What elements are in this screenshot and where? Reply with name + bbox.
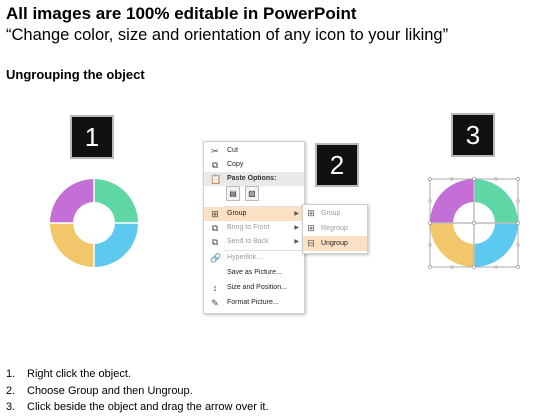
size-position-icon: ↕ — [212, 283, 218, 293]
submenu-arrow-icon: ▶ — [294, 225, 299, 231]
segment-orange — [50, 223, 94, 267]
step-badge-3: 3 — [451, 113, 495, 157]
menu-item-copy[interactable]: ⧉ Copy — [211, 160, 244, 170]
menu-item-size-and-position[interactable]: ↕ Size and Position... — [204, 281, 304, 295]
menu-item-cut[interactable]: ✂ Cut — [211, 146, 238, 156]
menu-item-hyperlink[interactable]: 🔗 Hyperlink... — [210, 253, 263, 263]
copy-icon: ⧉ — [211, 160, 219, 170]
paste-keep-icon[interactable]: ▤ — [226, 186, 240, 201]
group-icon: ⊞ — [307, 208, 315, 218]
segment-orange[interactable] — [430, 223, 474, 267]
step-badge-1: 1 — [70, 115, 114, 159]
format-picture-icon: ✎ — [211, 298, 219, 308]
group-icon: ⊞ — [211, 209, 219, 219]
menu-item-paste-options: 📋 Paste Options: — [204, 172, 304, 186]
segment-blue[interactable] — [474, 223, 518, 267]
context-menu: ✂ Cut ⧉ Copy 📋 Paste Options: ▤ ▧ ⊞ Grou… — [203, 141, 305, 314]
instruction-list: 1.Right click the object. 2.Choose Group… — [6, 366, 269, 416]
list-item: 2.Choose Group and then Ungroup. — [6, 384, 193, 397]
donut-grouped[interactable] — [48, 177, 140, 269]
paste-options-row: ▤ ▧ — [226, 186, 262, 201]
segment-dividers — [50, 179, 138, 267]
menu-item-format-picture[interactable]: ✎ Format Picture... — [211, 298, 279, 308]
segment-purple[interactable] — [430, 179, 474, 223]
menu-item-bring-to-front[interactable]: ⧉ Bring to Front ▶ — [211, 223, 299, 233]
paste-icon: 📋 — [210, 174, 222, 184]
regroup-icon: ⊞ — [307, 223, 315, 233]
menu-divider — [224, 206, 302, 207]
submenu-item-group[interactable]: ⊞ Group — [307, 208, 341, 218]
menu-item-save-as-picture[interactable]: Save as Picture... — [227, 269, 282, 276]
submenu-item-ungroup[interactable]: ⊟ Ungroup — [303, 236, 367, 251]
segment-green[interactable] — [474, 179, 518, 223]
group-submenu: ⊞ Group ⊞ Regroup ⊟ Ungroup — [302, 204, 368, 254]
segment-blue — [94, 223, 138, 267]
menu-item-group[interactable]: ⊞ Group ▶ — [204, 207, 304, 221]
donut-ungrouped[interactable] — [424, 175, 524, 271]
paste-picture-icon[interactable]: ▧ — [244, 186, 259, 201]
list-item: 1.Right click the object. — [6, 368, 131, 380]
segment-purple — [50, 179, 94, 223]
ungroup-icon: ⊟ — [307, 238, 315, 248]
list-item: 3.Click beside the object and drag the a… — [6, 401, 269, 413]
submenu-item-regroup[interactable]: ⊞ Regroup — [307, 223, 348, 233]
menu-item-send-to-back[interactable]: ⧉ Send to Back ▶ — [211, 237, 299, 247]
submenu-arrow-icon: ▶ — [294, 239, 299, 245]
section-heading: Ungrouping the object — [6, 67, 145, 82]
selection-handles[interactable] — [428, 177, 520, 269]
submenu-arrow-icon: ▶ — [294, 211, 299, 217]
segment-green — [94, 179, 138, 223]
page-title: All images are 100% editable in PowerPoi… — [6, 4, 357, 23]
bring-to-front-icon: ⧉ — [211, 223, 219, 233]
send-to-back-icon: ⧉ — [211, 237, 219, 247]
menu-divider — [224, 250, 302, 251]
scissors-icon: ✂ — [211, 146, 219, 156]
donut-segments — [50, 179, 138, 267]
step-badge-2: 2 — [315, 143, 359, 187]
page-subtitle: “Change color, size and orientation of a… — [6, 26, 449, 44]
hyperlink-icon: 🔗 — [210, 253, 222, 263]
